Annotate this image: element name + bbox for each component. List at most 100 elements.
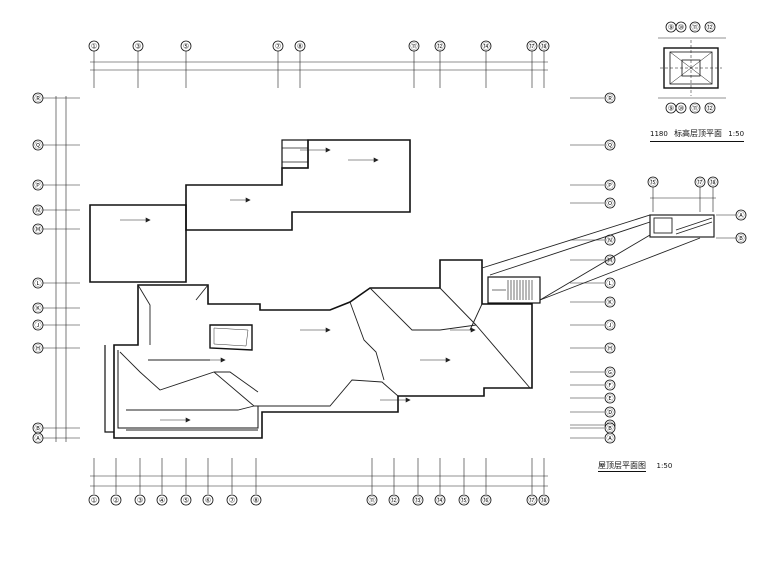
svg-text:Ⓟ: Ⓟ <box>607 182 614 190</box>
grid-bubble-left: Ⓛ <box>32 277 44 289</box>
roof-outline <box>89 139 533 439</box>
roof-hatch <box>281 139 309 169</box>
grid-bubble-right: Ⓡ <box>604 92 616 104</box>
grid-bubble-left: Ⓗ <box>32 342 44 354</box>
grid-bubble-right: Ⓖ <box>604 366 616 378</box>
svg-text:④: ④ <box>159 497 165 505</box>
svg-text:③: ③ <box>137 497 143 505</box>
svg-text:Ⓝ: Ⓝ <box>607 237 614 245</box>
svg-text:⑫: ⑫ <box>707 105 714 113</box>
svg-text:⑧: ⑧ <box>297 43 303 51</box>
detail-plan <box>660 40 722 96</box>
svg-text:⑨: ⑨ <box>668 105 674 113</box>
grid-bubble-detail-bottom: ⑫ <box>704 102 716 114</box>
grid-bubble-right: Ⓐ <box>604 432 616 444</box>
svg-text:⑫: ⑫ <box>707 24 714 32</box>
grid-bubble-left: Ⓙ <box>32 319 44 331</box>
svg-text:Ⓑ: Ⓑ <box>35 425 42 433</box>
detail-title-underline <box>650 141 744 142</box>
svg-text:Ⓕ: Ⓕ <box>607 382 614 390</box>
grid-bubble-bottom: ② <box>110 494 122 506</box>
grid-bubble-detail-top: ⑪ <box>689 21 701 33</box>
svg-text:Ⓞ: Ⓞ <box>607 200 614 208</box>
grid-bubble-stair-top: ⑮ <box>647 176 659 188</box>
grid-bubble-bottom: ⑭ <box>434 494 446 506</box>
svg-text:⑱: ⑱ <box>541 43 548 51</box>
grid-bubble-right: Ⓕ <box>604 379 616 391</box>
svg-text:⑬: ⑬ <box>415 497 422 505</box>
detail-plan-number: 1180 <box>650 130 668 138</box>
svg-text:Ⓛ: Ⓛ <box>35 280 42 288</box>
grid-bubble-right: Ⓚ <box>604 296 616 308</box>
svg-text:Ⓐ: Ⓐ <box>738 212 745 220</box>
detail-plan-scale: 1:50 <box>728 130 745 138</box>
grid-bubble-left: Ⓟ <box>32 179 44 191</box>
svg-text:⑤: ⑤ <box>183 43 189 51</box>
grid-bubble-left: Ⓐ <box>32 432 44 444</box>
svg-text:⑦: ⑦ <box>229 497 235 505</box>
detail-plan-title-text: 标高层顶平面 <box>674 129 723 138</box>
svg-text:①: ① <box>91 43 97 51</box>
svg-text:⑧: ⑧ <box>253 497 259 505</box>
svg-text:⑨: ⑨ <box>668 24 674 32</box>
roof-plan-title: 屋顶层平面图 1:50 <box>598 460 673 472</box>
svg-text:Ⓔ: Ⓔ <box>607 395 614 403</box>
svg-text:⑮: ⑮ <box>650 179 657 187</box>
grid-bubble-bottom: ⑧ <box>250 494 262 506</box>
grid-bubble-right: Ⓓ <box>604 406 616 418</box>
svg-text:①: ① <box>91 497 97 505</box>
grid-bubble-bottom: ⑮ <box>458 494 470 506</box>
svg-text:Ⓠ: Ⓠ <box>607 142 614 150</box>
grid-bubble-bottom: ⑤ <box>180 494 192 506</box>
grid-bubble-right: Ⓞ <box>604 197 616 209</box>
grid-bubble-stair-right: Ⓑ <box>735 232 747 244</box>
grid-bubble-right: Ⓛ <box>604 277 616 289</box>
svg-text:Ⓙ: Ⓙ <box>607 322 614 330</box>
svg-text:Ⓚ: Ⓚ <box>35 305 42 313</box>
svg-text:Ⓜ: Ⓜ <box>607 257 614 265</box>
svg-text:⑱: ⑱ <box>710 179 717 187</box>
grid-bubble-stair-right: Ⓐ <box>735 209 747 221</box>
svg-text:⑮: ⑮ <box>461 497 468 505</box>
grid-bubble-detail-top: ⑩ <box>675 21 687 33</box>
grid-bubble-stair-top: ⑰ <box>694 176 706 188</box>
svg-text:⑫: ⑫ <box>391 497 398 505</box>
grid-bubble-top: ① <box>88 40 100 52</box>
svg-text:⑩: ⑩ <box>678 105 684 113</box>
svg-text:Ⓝ: Ⓝ <box>35 207 42 215</box>
svg-text:⑦: ⑦ <box>275 43 281 51</box>
grid-bubble-top: ⑰ <box>526 40 538 52</box>
svg-text:⑭: ⑭ <box>483 43 490 51</box>
svg-text:Ⓓ: Ⓓ <box>607 409 614 417</box>
svg-text:Ⓐ: Ⓐ <box>35 435 42 443</box>
grid-bubble-bottom: ⑱ <box>538 494 550 506</box>
svg-text:Ⓗ: Ⓗ <box>607 345 614 353</box>
svg-text:Ⓠ: Ⓠ <box>35 142 42 150</box>
grid-bubble-right: Ⓑ <box>604 422 616 434</box>
svg-text:③: ③ <box>135 43 141 51</box>
grid-bubble-bottom: ⑬ <box>412 494 424 506</box>
grid-bubble-detail-bottom: ⑩ <box>675 102 687 114</box>
grid-bubble-left: Ⓡ <box>32 92 44 104</box>
svg-text:⑱: ⑱ <box>541 497 548 505</box>
grid-bubble-bottom: ⑦ <box>226 494 238 506</box>
svg-text:Ⓗ: Ⓗ <box>35 345 42 353</box>
grid-bubble-top: ⑱ <box>538 40 550 52</box>
svg-text:Ⓐ: Ⓐ <box>607 435 614 443</box>
svg-text:⑭: ⑭ <box>437 497 444 505</box>
svg-text:⑰: ⑰ <box>697 179 704 187</box>
svg-text:Ⓡ: Ⓡ <box>35 95 42 103</box>
stair-box <box>487 276 541 304</box>
svg-text:⑪: ⑪ <box>369 497 376 505</box>
roof-plan-scale: 1:50 <box>656 462 673 470</box>
grid-bubble-right: Ⓟ <box>604 179 616 191</box>
grid-bubble-bottom: ① <box>88 494 100 506</box>
grid-bubble-right: Ⓔ <box>604 392 616 404</box>
grid-bubble-bottom: ③ <box>134 494 146 506</box>
svg-text:Ⓑ: Ⓑ <box>738 235 745 243</box>
svg-text:⑤: ⑤ <box>183 497 189 505</box>
grid-bubble-left: Ⓑ <box>32 422 44 434</box>
grid-bubble-top: ⑧ <box>294 40 306 52</box>
grid-bubble-top: ③ <box>132 40 144 52</box>
